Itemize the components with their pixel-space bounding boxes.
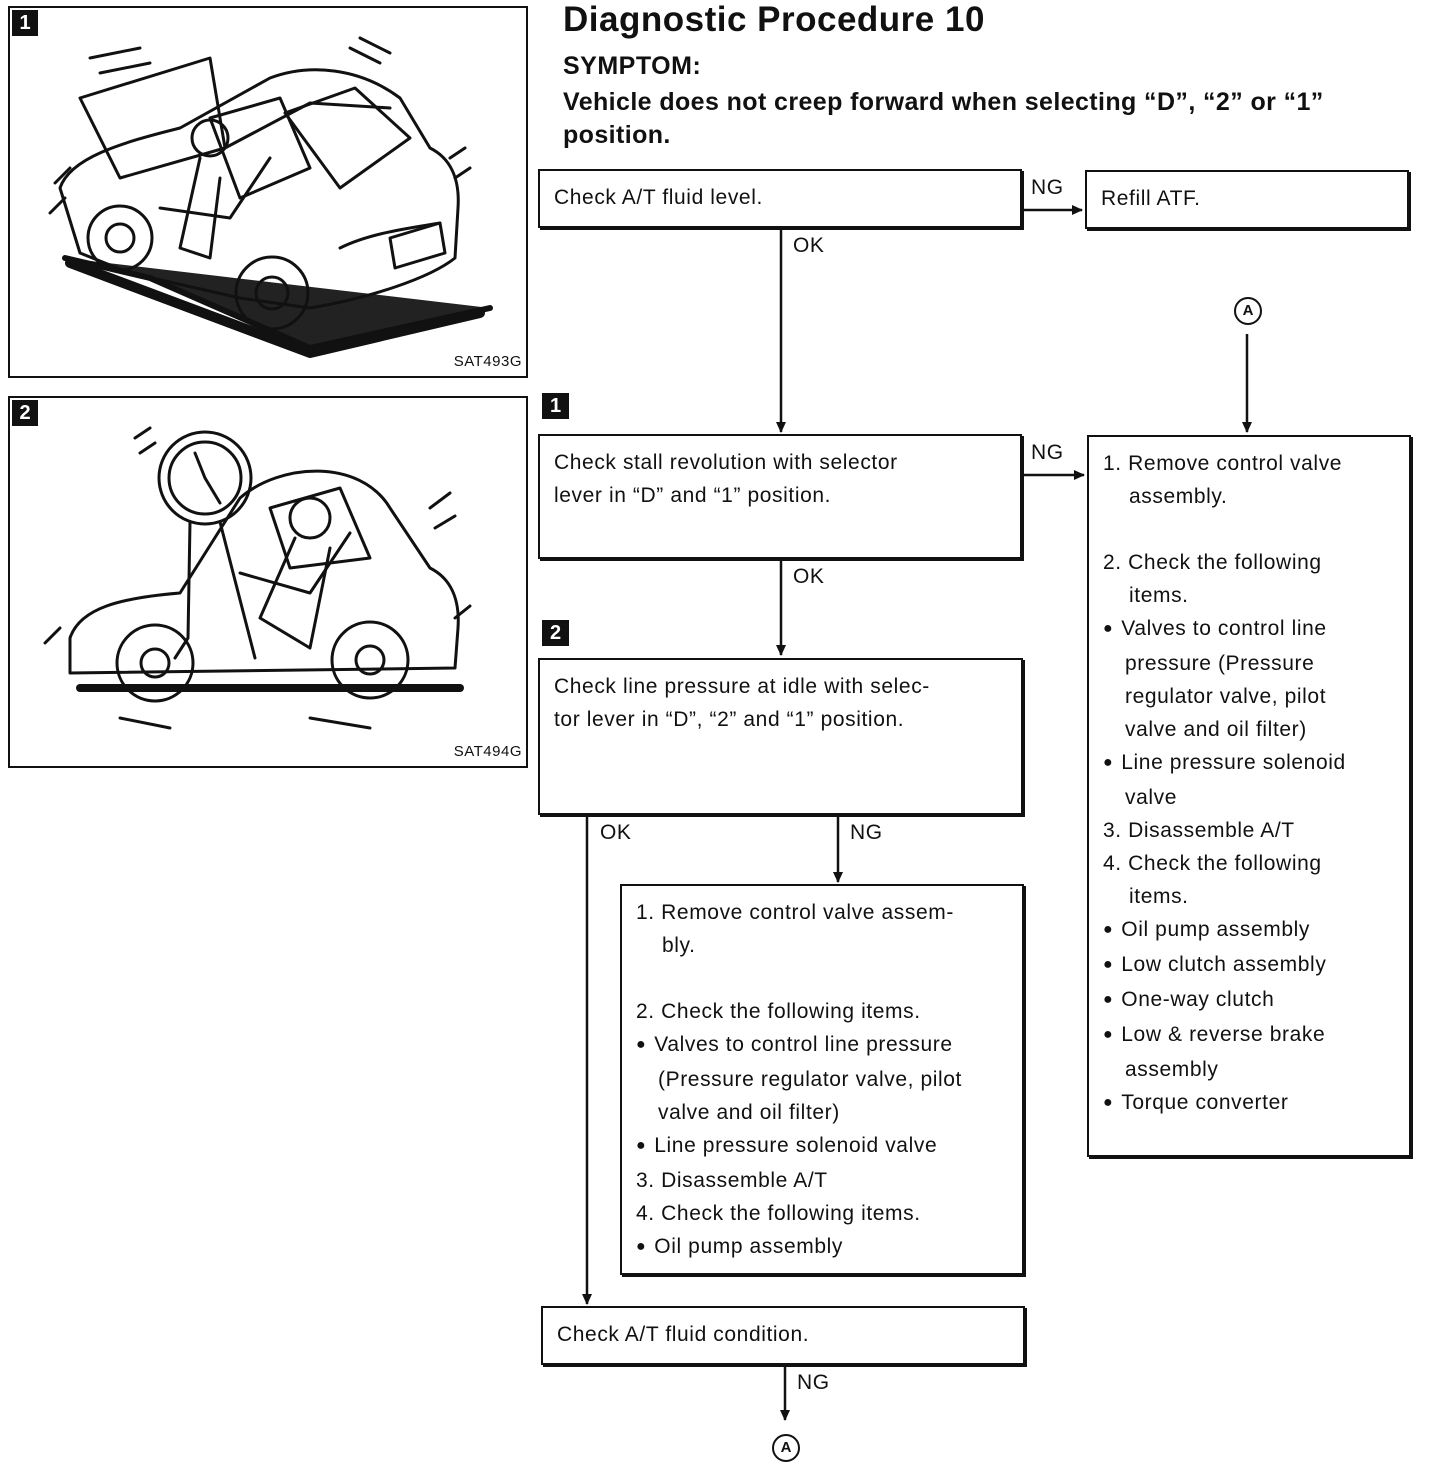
bullet-item: Torque converter — [1103, 1086, 1395, 1121]
remedy-box-right: 1. Remove control valve assembly. 2. Check… — [1087, 435, 1411, 1157]
list-item-line: assembly. — [1129, 485, 1228, 508]
list-item-line: valve — [1125, 786, 1178, 809]
step-check-fluid-level: Check A/T fluid level. — [538, 169, 1022, 228]
car-underside-inspection-illustration — [48, 36, 493, 358]
step-text: Check A/T fluid condition. — [557, 1323, 810, 1346]
figure-code: SAT494G — [453, 743, 522, 760]
figure-number-badge: 2 — [12, 400, 38, 426]
figure-number-badge: 1 — [12, 10, 38, 36]
numbered-item: 2. Check the following items. — [1103, 546, 1395, 612]
bullet-item: Line pressure solenoid valve — [1103, 746, 1395, 814]
step-badge-1: 1 — [542, 393, 569, 419]
step-text: Check A/T fluid level. — [554, 186, 763, 209]
ok-label: OK — [793, 565, 825, 588]
figure-2: 2 SAT494G — [8, 396, 528, 768]
list-item-line: valve and oil filter) — [1125, 718, 1307, 741]
list-item-line: Torque converter — [1103, 1086, 1395, 1121]
list-item-line: One-way clutch — [1103, 983, 1395, 1018]
step-text-line: Check stall revolution with selector — [554, 451, 898, 474]
list-item-line: Oil pump assembly — [1103, 913, 1395, 948]
bullet-item: Low & reverse brake assembly — [1103, 1018, 1395, 1086]
car-pressure-gauge-illustration — [43, 426, 472, 730]
numbered-item: 4. Check the following items. — [636, 1197, 1008, 1230]
figure-1: 1 SAT493G — [8, 6, 528, 378]
list-item-line: items. — [1129, 584, 1189, 607]
bullet-item: Oil pump assembly — [1103, 913, 1395, 948]
list-item-line: 1. Remove control valve assem- — [636, 901, 954, 924]
ng-label: NG — [850, 821, 883, 844]
list-item-line: 4. Check the following — [1103, 852, 1322, 875]
list-item-line: Valves to control line pressure — [636, 1028, 1008, 1063]
spacer — [636, 962, 1008, 995]
numbered-item: 4. Check the following items. — [1103, 847, 1395, 913]
connector-a-top: A — [1234, 297, 1262, 325]
list-item-line: assembly — [1125, 1058, 1219, 1081]
ok-label: OK — [793, 234, 825, 257]
numbered-item: 1. Remove control valve assembly. — [1103, 447, 1395, 513]
ng-label: NG — [1031, 441, 1064, 464]
list-item-line: 3. Disassemble A/T — [1103, 819, 1295, 842]
list-item-line: 2. Check the following items. — [636, 1000, 921, 1023]
step-badge-2: 2 — [542, 620, 569, 646]
ng-label: NG — [1031, 176, 1064, 199]
page-title: Diagnostic Procedure 10 — [563, 0, 985, 39]
numbered-item: 3. Disassemble A/T — [636, 1164, 1008, 1197]
list-item-line: valve and oil filter) — [658, 1101, 840, 1124]
list-item-line: Line pressure solenoid valve — [636, 1129, 1008, 1164]
list-item-line: items. — [1129, 885, 1189, 908]
step-text-line: lever in “D” and “1” position. — [554, 484, 832, 507]
bullet-item: Line pressure solenoid valve — [636, 1129, 1008, 1164]
list-item-line: regulator valve, pilot — [1125, 685, 1327, 708]
numbered-item: 2. Check the following items. — [636, 995, 1008, 1028]
bullet-item: Oil pump assembly — [636, 1230, 1008, 1265]
list-item-line: bly. — [662, 934, 696, 957]
list-item-line: Oil pump assembly — [636, 1230, 1008, 1265]
ng-label: NG — [797, 1371, 830, 1394]
figure-code: SAT493G — [453, 353, 522, 370]
list-item-line: pressure (Pressure — [1125, 652, 1315, 675]
list-item-line: 4. Check the following items. — [636, 1202, 921, 1225]
bullet-item: One-way clutch — [1103, 983, 1395, 1018]
step-check-stall-revolution: Check stall revolution with selector lev… — [538, 434, 1022, 559]
list-item-line: Valves to control line — [1103, 612, 1395, 647]
list-item-line: Low clutch assembly — [1103, 948, 1395, 983]
list-item-line: (Pressure regulator valve, pilot — [658, 1068, 962, 1091]
spacer — [1103, 513, 1395, 546]
step-check-fluid-condition: Check A/T fluid condition. — [541, 1306, 1025, 1365]
list-item-line: 1. Remove control valve — [1103, 452, 1343, 475]
step-text-line: tor lever in “D”, “2” and “1” position. — [554, 708, 905, 731]
bullet-item: Low clutch assembly — [1103, 948, 1395, 983]
remedy-box-middle: 1. Remove control valve assem-bly. 2. Che… — [620, 884, 1024, 1275]
symptom-text: Vehicle does not creep forward when sele… — [563, 88, 1324, 149]
step-refill-atf: Refill ATF. — [1085, 170, 1409, 229]
connector-a-bottom: A — [772, 1434, 800, 1462]
numbered-item: 1. Remove control valve assem-bly. — [636, 896, 1008, 962]
list-item-line: 3. Disassemble A/T — [636, 1169, 828, 1192]
step-check-line-pressure: Check line pressure at idle with selec- … — [538, 658, 1023, 815]
list-item-line: Line pressure solenoid — [1103, 746, 1395, 781]
ok-label: OK — [600, 821, 632, 844]
bullet-item: Valves to control line pressure (Pressure… — [1103, 612, 1395, 746]
step-text: Refill ATF. — [1101, 187, 1201, 210]
list-item-line: Low & reverse brake — [1103, 1018, 1395, 1053]
list-item-line: 2. Check the following — [1103, 551, 1322, 574]
step-text-line: Check line pressure at idle with selec- — [554, 675, 930, 698]
bullet-item: Valves to control line pressure (Pressure… — [636, 1028, 1008, 1129]
numbered-item: 3. Disassemble A/T — [1103, 814, 1395, 847]
symptom-heading: SYMPTOM: — [563, 52, 702, 80]
